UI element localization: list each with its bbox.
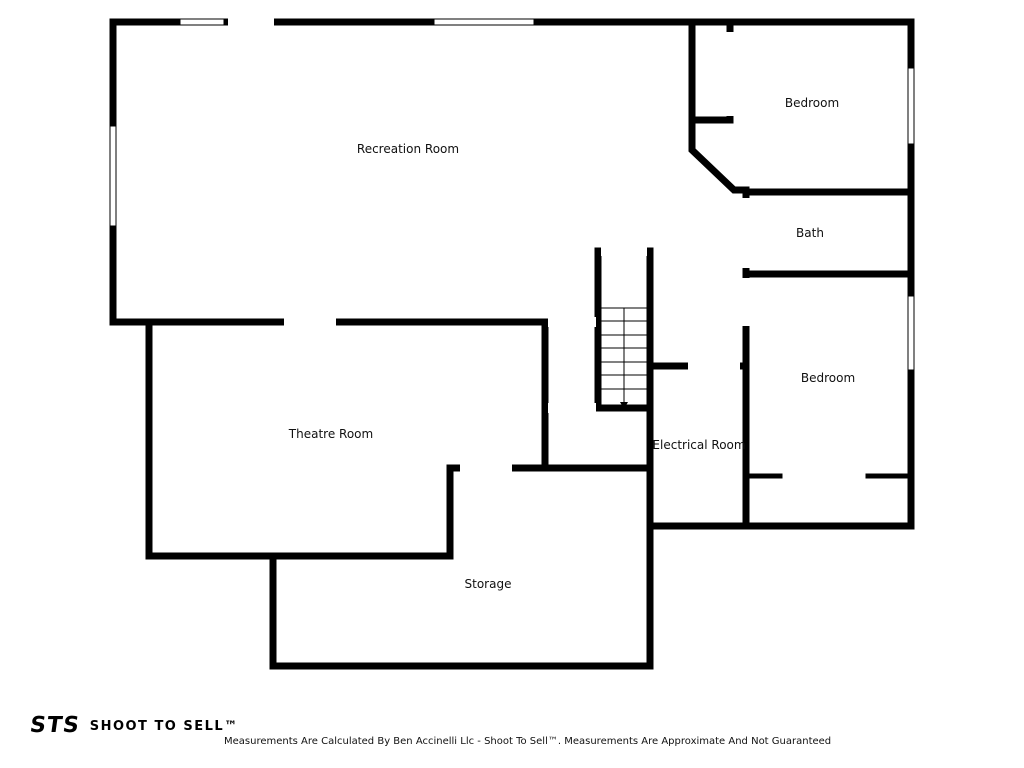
bedroom1-door-opening [709, 136, 746, 171]
bath-door-opening [741, 198, 751, 268]
stair-arrow-icon [620, 402, 628, 409]
stairs [601, 307, 647, 409]
room-label-bath: Bath [796, 226, 824, 240]
window-north-2 [433, 18, 535, 26]
storage-door-opening [460, 463, 512, 473]
outer-wall-north [109, 18, 915, 530]
room-label-theatre: Theatre Room [288, 427, 373, 441]
theatre-walls [145, 318, 549, 560]
brand: STS SHOOT TO SELL™ [28, 713, 239, 738]
bedroom2-door-opening [741, 278, 751, 326]
window-west [109, 125, 117, 227]
window-north-1 [179, 18, 225, 26]
room-label-storage: Storage [465, 577, 512, 591]
entry-opening [228, 17, 274, 27]
stair-landing-opening [548, 317, 596, 327]
storage-walls [269, 464, 654, 670]
stair-top-opening [601, 246, 647, 256]
window-bedroom2-east [907, 295, 915, 371]
bedroom1-west-wall [688, 18, 750, 370]
brand-name: SHOOT TO SELL™ [89, 718, 239, 734]
electrical-door-opening [688, 361, 740, 371]
room-label-electrical: Electrical Room [652, 438, 745, 452]
measurements-disclaimer: Measurements Are Calculated By Ben Accin… [224, 736, 832, 747]
room-label-recreation: Recreation Room [357, 142, 459, 156]
room-labels: Recreation Room Bedroom Bath Bedroom The… [288, 96, 855, 591]
room-label-bedroom-2: Bedroom [801, 371, 855, 385]
sts-logo: STS [28, 713, 82, 738]
windows [109, 18, 915, 371]
closet-opening [725, 32, 735, 116]
openings [228, 17, 751, 473]
closet-wall [688, 24, 734, 124]
room-label-bedroom-1: Bedroom [785, 96, 839, 110]
theatre-door-opening [284, 317, 336, 327]
window-bedroom1-east [907, 67, 915, 145]
walls [109, 18, 915, 670]
stair-bottom-opening [548, 403, 596, 413]
